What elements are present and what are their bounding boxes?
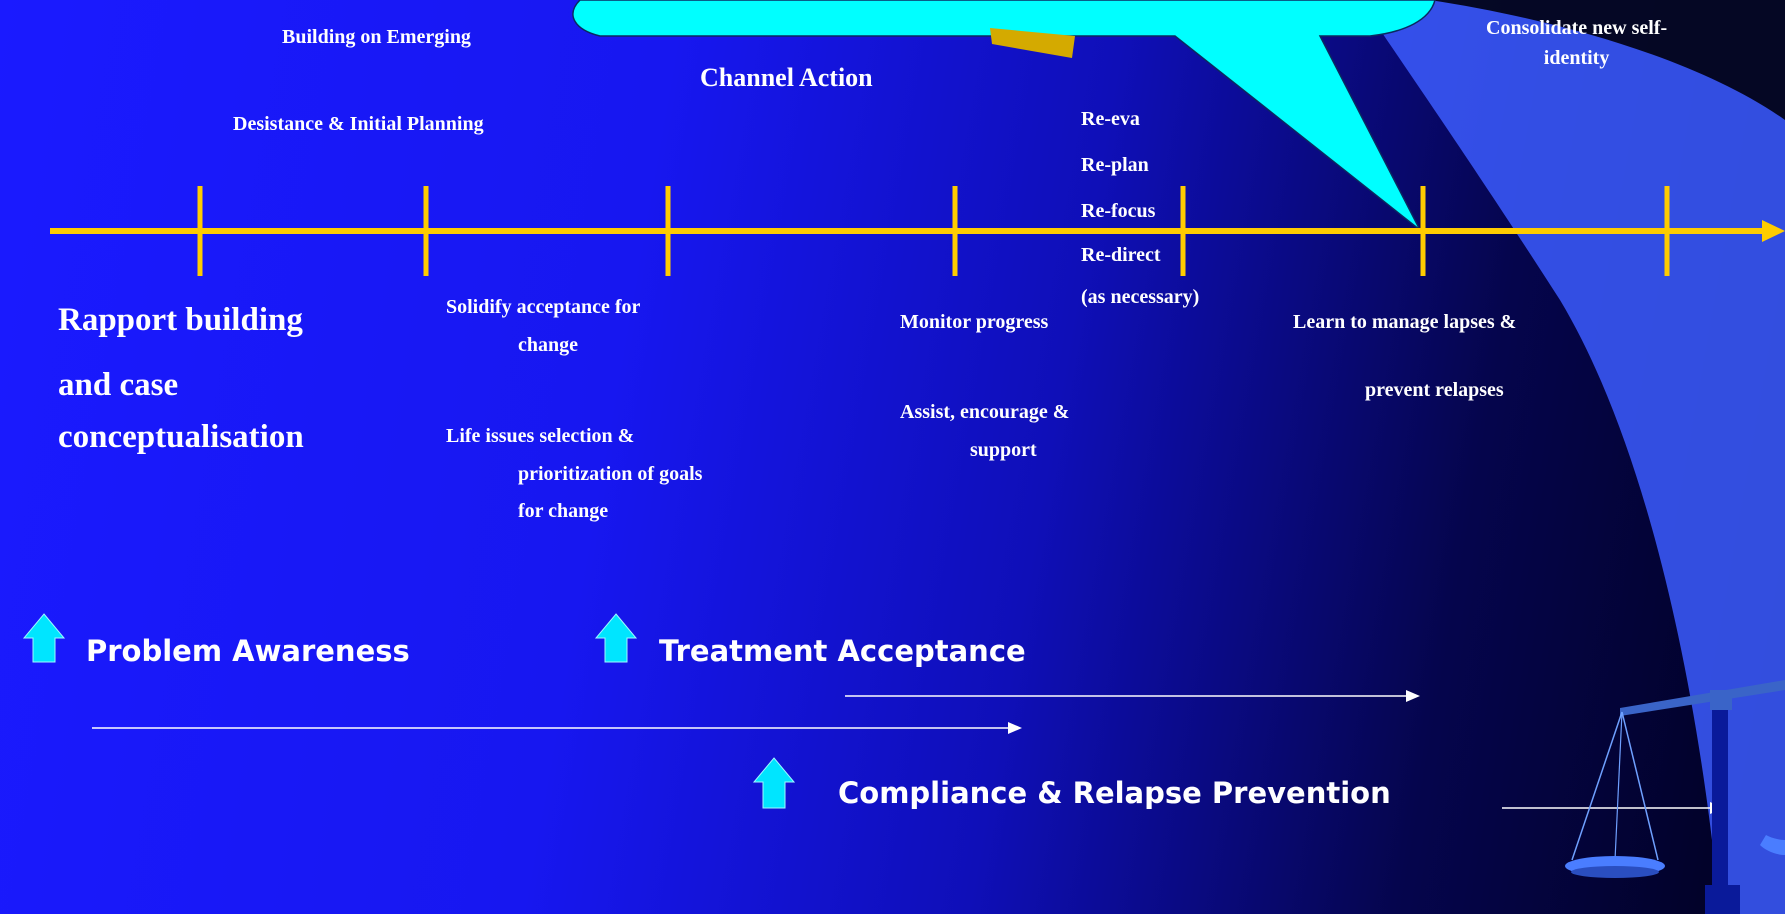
as-necessary-item: (as necessary) bbox=[1081, 286, 1200, 308]
up-arrow-icon bbox=[22, 613, 66, 663]
conceptualisation-label: conceptualisation bbox=[58, 419, 304, 455]
re-evaluate-item: Re-eva bbox=[1081, 108, 1140, 130]
up-arrow-icon bbox=[752, 757, 796, 809]
solidify-line-1: Solidify acceptance for bbox=[446, 296, 641, 318]
consolidate-label: Consolidate new self- identity bbox=[1486, 13, 1667, 73]
channel-action-label: Channel Action bbox=[700, 63, 873, 92]
callout-accent bbox=[990, 28, 1075, 58]
assist-line-1: Assist, encourage & bbox=[900, 401, 1070, 423]
re-steps-list: Re-eva Re-plan Re-focus Re-direct (as ne… bbox=[1081, 96, 1199, 318]
and-case-label: and case bbox=[58, 367, 179, 403]
rapport-building-label: Rapport building bbox=[58, 302, 303, 338]
treatment-acceptance-label: Treatment Acceptance bbox=[659, 634, 1026, 668]
prevent-relapses-label: prevent relapses bbox=[1365, 379, 1504, 401]
problem-awareness-label: Problem Awareness bbox=[86, 634, 410, 668]
compliance-relapse-label: Compliance & Relapse Prevention bbox=[838, 776, 1391, 810]
assist-line-2: support bbox=[970, 439, 1037, 461]
consolidate-line-2: identity bbox=[1543, 47, 1610, 69]
building-on-emerging-label: Building on Emerging bbox=[282, 26, 471, 48]
scales-of-justice-icon bbox=[1565, 680, 1785, 914]
re-direct-item: Re-direct bbox=[1081, 244, 1161, 266]
timeline-arrowhead bbox=[1762, 220, 1785, 242]
learn-lapses-label: Learn to manage lapses & bbox=[1293, 311, 1517, 333]
monitor-progress-label: Monitor progress bbox=[900, 311, 1049, 333]
desistance-label: Desistance & Initial Planning bbox=[233, 113, 484, 135]
up-arrow-icon bbox=[594, 613, 638, 663]
life-issues-line-3: for change bbox=[518, 500, 609, 522]
life-issues-line-1: Life issues selection & bbox=[446, 425, 635, 447]
callout-bubble bbox=[572, 0, 1436, 231]
re-plan-item: Re-plan bbox=[1081, 154, 1149, 176]
re-focus-item: Re-focus bbox=[1081, 200, 1156, 222]
solidify-line-2: change bbox=[518, 334, 578, 356]
consolidate-line-1: Consolidate new self- bbox=[1486, 17, 1668, 39]
life-issues-line-2: prioritization of goals bbox=[518, 463, 703, 485]
